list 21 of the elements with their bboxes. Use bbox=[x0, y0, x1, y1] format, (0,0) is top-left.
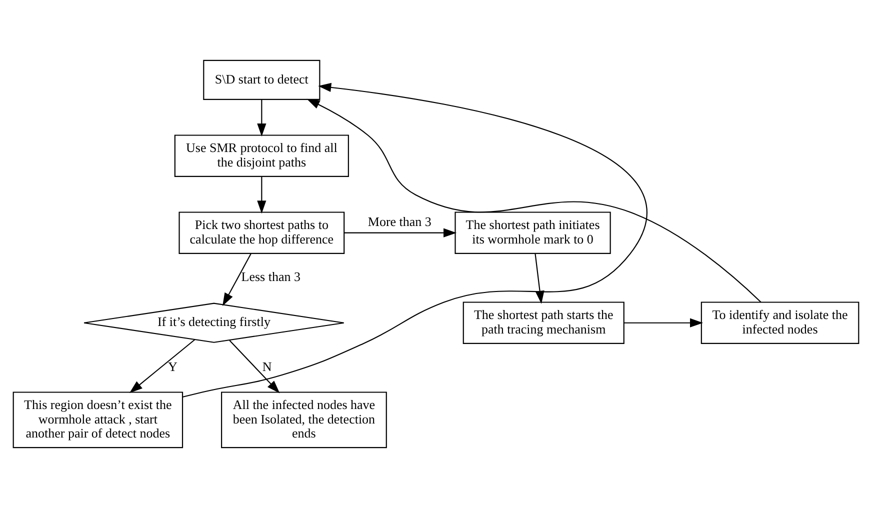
node-box: The shortest path starts the path tracing mechanism bbox=[462, 301, 624, 344]
node-box: S\D start to detect bbox=[202, 59, 320, 100]
arrow bbox=[182, 82, 646, 397]
node-box: To identify and isolate the infected nodes bbox=[700, 301, 859, 344]
arrow bbox=[228, 340, 280, 393]
arrow bbox=[344, 228, 456, 237]
arrow bbox=[256, 99, 266, 136]
edge-label: Less than 3 bbox=[240, 268, 300, 284]
arrow bbox=[256, 176, 266, 214]
arrow bbox=[128, 338, 195, 393]
edge-label: N bbox=[262, 358, 272, 374]
node-box: All the infected nodes have been Isolated, the detection ends bbox=[220, 391, 386, 448]
node-box: Use SMR protocol to find all the disjoint paths bbox=[174, 134, 348, 176]
arrow bbox=[623, 318, 703, 327]
edge-label: Y bbox=[168, 358, 177, 374]
node-diamond: If it’s detecting firstly bbox=[83, 302, 344, 342]
arrow bbox=[222, 253, 251, 306]
edge-label: More than 3 bbox=[367, 213, 431, 228]
node-box: The shortest path initiates its wormhole mark to 0 bbox=[454, 211, 610, 254]
node-box: This region doesn’t exist the wormhole attack , start another pair of detect nodes bbox=[12, 391, 183, 448]
node-box: Pick two shortest paths to calculate the hop difference bbox=[178, 211, 344, 254]
